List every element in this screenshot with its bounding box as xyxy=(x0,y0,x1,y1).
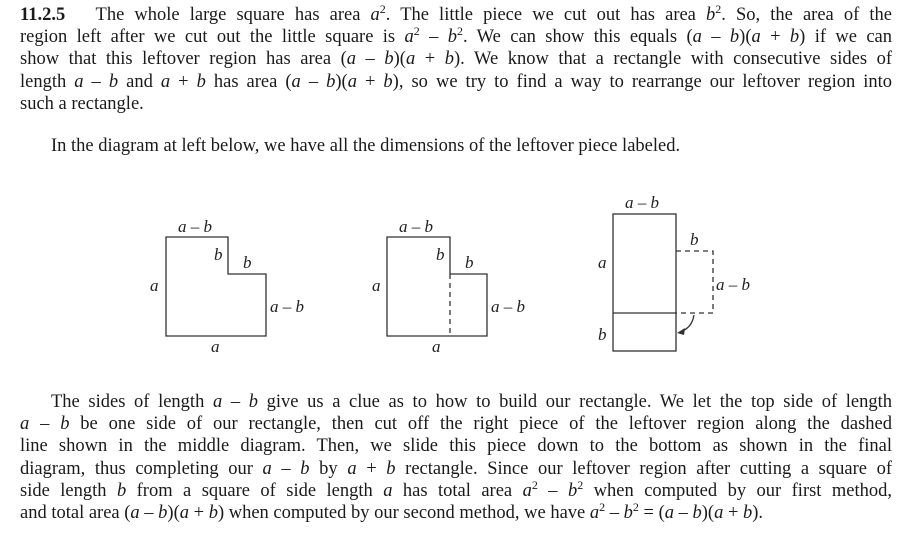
text-line: line shown in the middle diagram. Then, … xyxy=(20,436,892,457)
label: a – b xyxy=(716,275,750,294)
text-line: side length b from a square of side leng… xyxy=(20,477,893,501)
label: b xyxy=(690,230,699,249)
label: a – b xyxy=(625,193,659,212)
solution-paragraph-1: 11.2.5 The whole large square has area a… xyxy=(20,2,893,115)
left-diagram-shape xyxy=(165,236,267,337)
label: a – b xyxy=(491,297,525,316)
text-line: length a – b and a + b has area (a – b)(… xyxy=(20,71,893,92)
label: a xyxy=(432,337,441,356)
text-line: 11.2.5 The whole large square has area a… xyxy=(20,2,892,25)
label: b xyxy=(243,253,252,272)
text-line: In the diagram at left below, we have al… xyxy=(51,136,681,156)
label: a – b xyxy=(270,297,304,316)
middle-diagram-shape xyxy=(386,236,488,337)
right-diagram-rectangle xyxy=(612,213,677,352)
label: b xyxy=(214,245,223,264)
text-line: and total area (a – b)(a + b) when compu… xyxy=(20,500,764,524)
problem-number: 11.2.5 xyxy=(20,5,66,25)
label: a xyxy=(372,276,381,295)
label: b xyxy=(436,245,445,264)
arrowhead-icon xyxy=(677,328,685,335)
slide-arrow-icon xyxy=(679,314,695,333)
label: a xyxy=(211,337,220,356)
label: a – b xyxy=(399,217,433,236)
label: a xyxy=(598,253,607,272)
text-line: region left after we cut out the little … xyxy=(20,24,893,48)
solution-paragraph-3: The sides of length a – b give us a clue… xyxy=(20,391,892,524)
text-line: diagram, thus completing our a – b by a … xyxy=(20,458,893,479)
label: b xyxy=(465,253,474,272)
label: b xyxy=(598,325,607,344)
label: a xyxy=(150,276,159,295)
text-line: such a rectangle. xyxy=(20,93,144,114)
text-line: The sides of length a – b give us a clue… xyxy=(51,392,892,412)
label: a – b xyxy=(178,217,212,236)
solution-paragraph-2: In the diagram at left below, we have al… xyxy=(51,135,892,157)
text-line: show that this leftover region has area … xyxy=(20,49,892,70)
text-line: a – b be one side of our rectangle, then… xyxy=(20,414,892,435)
right-diagram-dashed-piece xyxy=(676,250,714,314)
